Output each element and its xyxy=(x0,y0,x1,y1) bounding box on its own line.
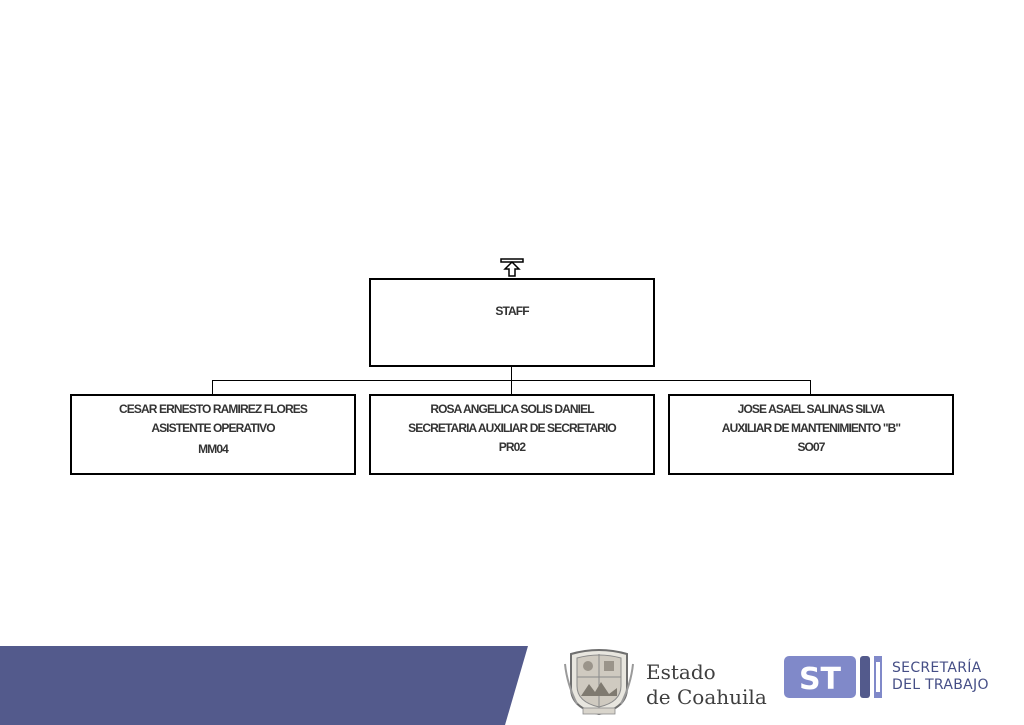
org-node-staff-label: STAFF xyxy=(495,304,529,318)
secretaria-trabajo-logo-icon: ST xyxy=(784,656,882,698)
person-name: JOSE ASAEL SALINAS SILVA xyxy=(737,402,886,416)
org-node-person[interactable]: JOSE ASAEL SALINAS SILVA AUXILIAR DE MAN… xyxy=(668,394,954,475)
person-name: CESAR ERNESTO RAMIREZ FLORES xyxy=(119,402,308,416)
person-position: ASISTENTE OPERATIVO xyxy=(151,421,275,435)
secretaria-line-1: SECRETARÍA xyxy=(892,660,982,676)
org-node-person[interactable]: CESAR ERNESTO RAMIREZ FLORES ASISTENTE O… xyxy=(70,394,356,475)
st-badge-bg xyxy=(784,656,856,698)
estado-coahuila-logo-text: Estado de Coahuila xyxy=(646,660,767,710)
person-code: SO07 xyxy=(797,440,825,454)
person-code: MM04 xyxy=(198,442,229,456)
org-node-staff[interactable]: STAFF xyxy=(369,278,655,367)
connector-line xyxy=(212,380,213,394)
footer-band-shape xyxy=(0,646,528,725)
secretaria-trabajo-logo-text: SECRETARÍA DEL TRABAJO xyxy=(892,660,989,694)
person-name: ROSA ANGELICA SOLIS DANIEL xyxy=(430,402,594,416)
footer-band xyxy=(0,646,1024,725)
connector-line xyxy=(810,380,811,394)
person-code: PR02 xyxy=(498,440,526,454)
secretaria-line-2: DEL TRABAJO xyxy=(892,677,989,693)
person-position: SECRETARIA AUXILIAR DE SECRETARIO xyxy=(408,421,617,435)
state-seal-icon xyxy=(564,649,634,716)
connector-line xyxy=(511,367,512,381)
estado-line-1: Estado xyxy=(646,660,716,684)
up-arrow-icon[interactable] xyxy=(500,258,524,278)
connector-line xyxy=(511,380,512,394)
st-badge-text: ST xyxy=(799,662,842,697)
person-position: AUXILIAR DE MANTENIMIENTO "B" xyxy=(721,421,901,435)
estado-line-2: de Coahuila xyxy=(646,685,767,709)
org-node-person[interactable]: ROSA ANGELICA SOLIS DANIEL SECRETARIA AU… xyxy=(369,394,655,475)
